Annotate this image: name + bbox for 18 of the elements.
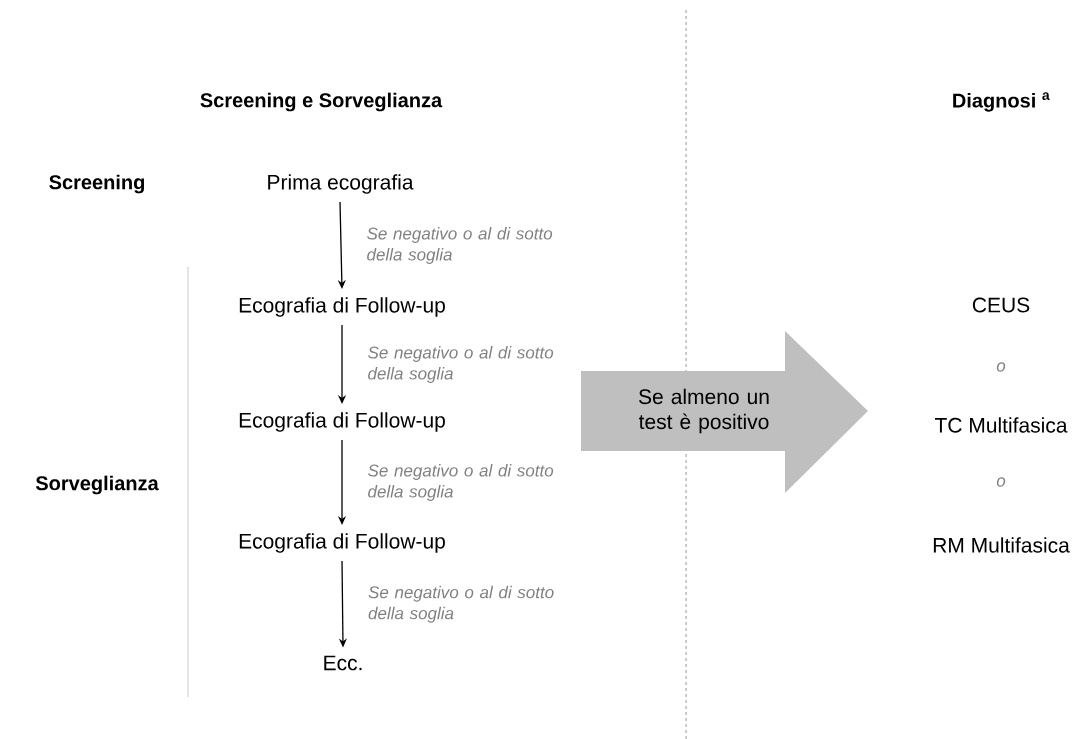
column-heading: Screening e Sorveglianza bbox=[200, 92, 443, 112]
phase-label: Screening bbox=[49, 174, 144, 194]
step-text: Ecografia di Follow-up bbox=[239, 412, 445, 432]
phase-label: Sorveglianza bbox=[35, 475, 159, 495]
edge-label: Se negativo o al di sotto della soglia bbox=[368, 585, 554, 623]
step-text: Ecc. bbox=[324, 655, 362, 671]
step-text: TC Multifasica bbox=[934, 417, 1068, 433]
edge-label: Se negativo o al di sotto della soglia bbox=[368, 346, 554, 383]
or-label: o bbox=[996, 477, 1006, 487]
step-text: CEUS bbox=[972, 297, 1030, 313]
edge-label: Se negativo o al di sotto della soglia bbox=[368, 464, 554, 501]
step-text: RM Multifasica bbox=[933, 537, 1070, 553]
step-text: Prima ecografia bbox=[268, 174, 414, 194]
step-text: Ecografia di Follow-up bbox=[239, 533, 445, 553]
column-heading: Diagnosi $^{a}$ bbox=[953, 92, 1050, 112]
or-label: o bbox=[996, 362, 1006, 372]
step-text: Ecografia di Follow-up bbox=[239, 297, 445, 317]
edge-label: Se negativo o al di sotto della soglia bbox=[367, 227, 553, 264]
